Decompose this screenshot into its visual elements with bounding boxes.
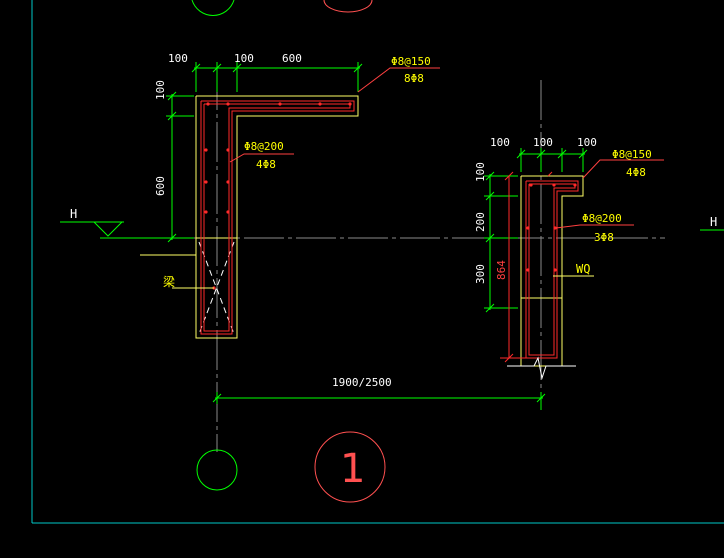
right-section: 100 100 100 100 200 300 864 Φ8@150 4Φ: [474, 136, 724, 380]
left-section: 100 100 600 100 600 Φ8@150 8Φ8 Φ8@200 4Φ…: [60, 52, 440, 339]
right-rebar: [525, 171, 579, 359]
right-outline: [520, 175, 584, 367]
left-top-dimension: [191, 62, 363, 92]
right-break-line: [507, 356, 576, 380]
left-level-marker: [60, 221, 172, 239]
left-dim-top-1: 100: [168, 52, 188, 65]
right-rebar-mid-stirrup: Φ8@200: [582, 212, 622, 225]
right-dim-side-3: 300: [474, 264, 487, 284]
beam-label: 梁: [163, 274, 175, 289]
right-side-dimension: [484, 171, 518, 313]
right-rebar-top-main: 4Φ8: [626, 166, 646, 179]
left-rebar: [200, 100, 355, 335]
top-axis-bubbles: [191, 0, 373, 16]
left-dim-top-3: 600: [282, 52, 302, 65]
right-dim-top-2: 100: [533, 136, 553, 149]
left-rebar-dots: [204, 102, 352, 290]
right-rebar-mid-main: 3Φ8: [594, 231, 614, 244]
right-dim-top-1: 100: [490, 136, 510, 149]
left-rebar-mid-stirrup: Φ8@200: [244, 140, 284, 153]
right-mid-leader: [555, 224, 634, 229]
left-level-label: H: [70, 207, 77, 221]
right-rebar-top-stirrup: Φ8@150: [612, 148, 652, 161]
right-dim-top-3: 100: [577, 136, 597, 149]
left-mid-leader: [229, 153, 294, 163]
left-rebar-top-stirrup: Φ8@150: [391, 55, 431, 68]
right-dim-side-1: 100: [474, 162, 487, 182]
left-rebar-top-main: 8Φ8: [404, 72, 424, 85]
left-dim-top-2: 100: [234, 52, 254, 65]
right-level-label: H: [710, 215, 717, 229]
beam-hatch: [198, 241, 235, 335]
span-label: 1900/2500: [332, 376, 392, 389]
right-top-dimension: [516, 148, 588, 172]
left-outline: [195, 95, 359, 339]
wall-label: WQ: [576, 262, 590, 276]
left-dim-side-1: 100: [154, 80, 167, 100]
right-height-label: 864: [495, 260, 508, 280]
center-lines: [140, 70, 665, 452]
section-number-circle: [314, 431, 386, 503]
left-dim-side-2: 600: [154, 176, 167, 196]
axis-bubble: [196, 449, 238, 491]
right-height-dimension: [500, 171, 530, 363]
right-rebar-dots: [526, 183, 577, 272]
left-rebar-mid-main: 4Φ8: [256, 158, 276, 171]
left-top-leader: [357, 67, 440, 93]
section-number: 1: [340, 446, 365, 492]
drawing-frame: [31, 0, 724, 524]
right-dim-side-2: 200: [474, 212, 487, 232]
right-top-leader: [582, 159, 664, 179]
span-dimension: [212, 392, 546, 410]
left-side-dimension: [166, 91, 194, 243]
